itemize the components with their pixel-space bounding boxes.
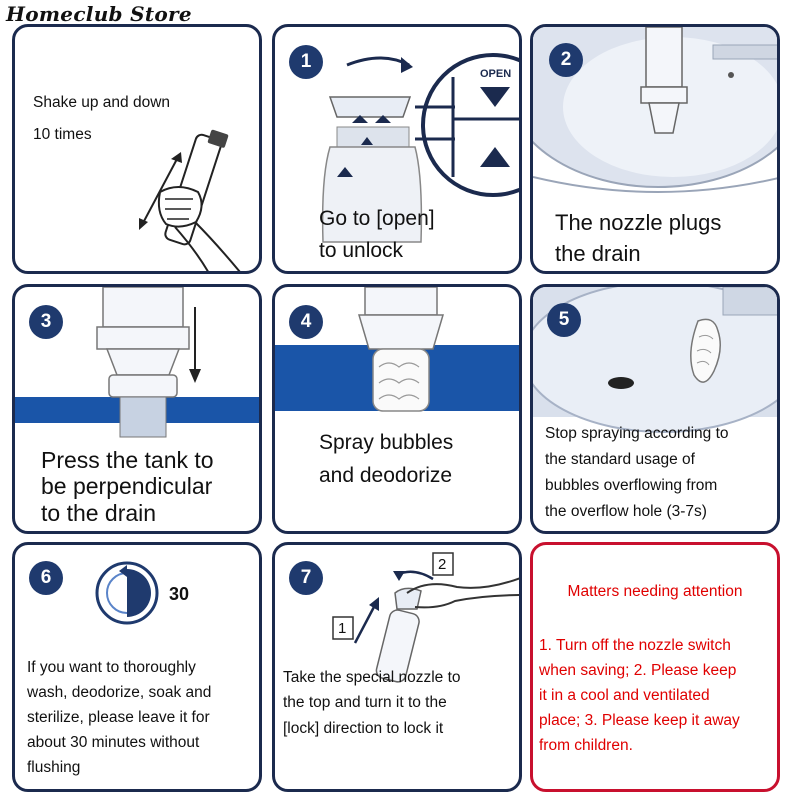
- step1-text-line2: to unlock: [319, 238, 404, 262]
- step6-number: 6: [29, 561, 63, 595]
- step3-number: 3: [29, 305, 63, 339]
- lock-mark-1: 1: [338, 620, 347, 637]
- attention-line3: it in a cool and ventilated: [539, 687, 710, 705]
- attention-line4: place; 3. Please keep it away: [539, 712, 740, 730]
- step1-text-line1: Go to [open]: [319, 207, 435, 230]
- timer-value: 30: [169, 584, 190, 604]
- step4-number: 4: [289, 305, 323, 339]
- step5-text-line3: bubbles overflowing from: [545, 476, 718, 494]
- attention-line2: when saving; 2. Please keep: [539, 662, 737, 680]
- step7-number: 7: [289, 561, 323, 595]
- step3-text-line2: be perpendicular: [41, 473, 213, 500]
- press-illustration: [15, 287, 259, 438]
- attention-line1: 1. Turn off the nozzle switch: [539, 637, 731, 654]
- card-shake: Shake up and down 10 times: [12, 24, 262, 274]
- card-step1: OPEN 1 Go to [open] to unlock: [272, 24, 522, 274]
- lock-illustration: [332, 552, 519, 683]
- step6-text-line4: about 30 minutes without: [27, 734, 200, 752]
- step5-number: 5: [547, 303, 581, 337]
- shake-text-line1: Shake up and down: [33, 94, 171, 111]
- step1-number: 1: [289, 45, 323, 79]
- step4-text-line2: and deodorize: [319, 463, 453, 487]
- step7-text-line2: the top and turn it to the: [283, 694, 447, 712]
- shake-illustration: [139, 129, 241, 271]
- attention-title: Matters needing attention: [567, 583, 743, 600]
- card-step5: 5 Stop spraying according to the standar…: [530, 284, 780, 534]
- step3-text-line1: Press the tank to: [41, 447, 214, 473]
- step6-text-line5: flushing: [27, 759, 81, 777]
- card-step7: 1 2 7 Take the special nozzle to the top…: [272, 542, 522, 792]
- card-step3: 3 Press the tank to be perpendicular to …: [12, 284, 262, 534]
- step6-text-line2: wash, deodorize, soak and: [27, 684, 212, 702]
- card-step2: 2 The nozzle plugs the drain: [530, 24, 780, 274]
- overflow-illustration: [533, 287, 777, 433]
- step2-text-line2: the drain: [555, 241, 641, 267]
- step2-number: 2: [549, 43, 583, 77]
- step5-text-line4: the overflow hole (3-7s): [545, 502, 707, 520]
- lock-mark-2: 2: [438, 556, 447, 573]
- step5-text-line2: the standard usage of: [545, 450, 695, 468]
- step6-text-line3: sterilize, please leave it for: [27, 709, 210, 727]
- step6-text-line1: If you want to thoroughly: [27, 659, 196, 676]
- card-step4: 4 Spray bubbles and deodorize: [272, 284, 522, 534]
- open-illustration: [321, 53, 519, 243]
- open-label: OPEN: [480, 68, 512, 80]
- card-step6: 6 30 If you want to thoroughly wash, deo…: [12, 542, 262, 792]
- store-name: Homeclub Store: [6, 2, 192, 26]
- step2-text-line1: The nozzle plugs: [555, 210, 722, 235]
- card-attention: Matters needing attention 1. Turn off th…: [530, 542, 780, 792]
- step4-text-line1: Spray bubbles: [319, 431, 454, 454]
- attention-line5: from children.: [539, 737, 633, 755]
- sink-illustration: [533, 27, 777, 193]
- step3-text-line3: to the drain: [41, 499, 157, 526]
- spray-illustration: [275, 287, 519, 412]
- step5-text-line1: Stop spraying according to: [545, 425, 729, 442]
- shake-text-line2: 10 times: [33, 125, 92, 143]
- step7-text-line3: [lock] direction to lock it: [283, 719, 444, 737]
- step7-text-line1: Take the special nozzle to: [283, 669, 461, 686]
- timer-icon: [95, 561, 159, 625]
